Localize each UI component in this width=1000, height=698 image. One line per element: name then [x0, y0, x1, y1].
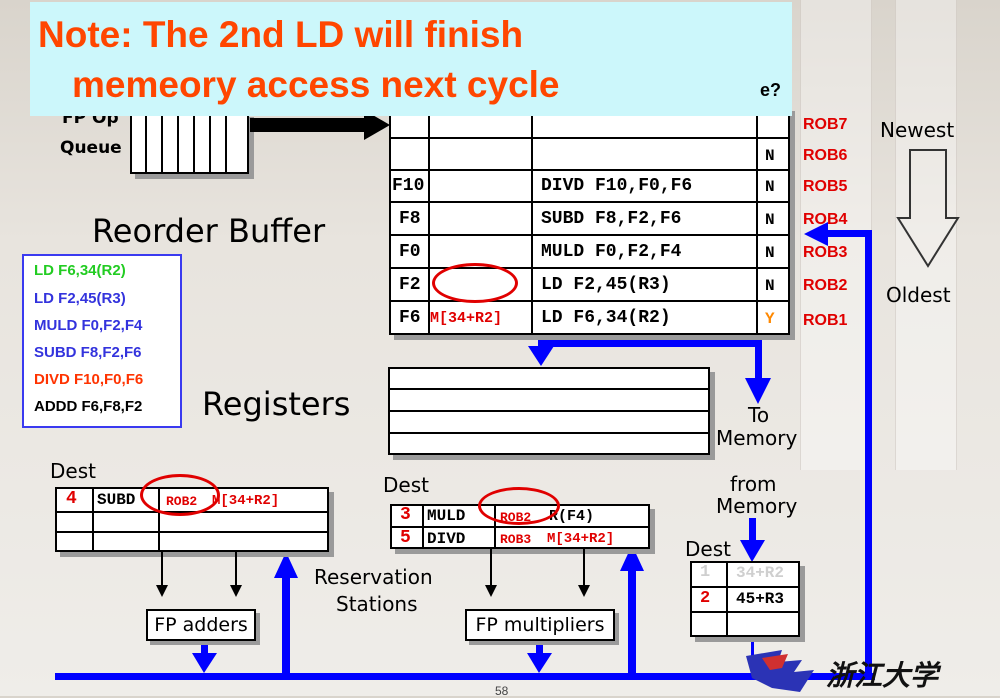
highlight-ellipse [140, 474, 220, 516]
highlight-ellipse [432, 263, 518, 303]
rob-dest: F6 [399, 308, 421, 328]
load-addr: 34+R2 [736, 564, 785, 582]
rob-label: ROB3 [803, 244, 848, 261]
rob-label: ROB7 [803, 116, 848, 133]
note-line-1: Note: The 2nd LD will finish [38, 14, 524, 55]
registers-title: Registers [202, 385, 351, 423]
page-number: 58 [495, 684, 509, 698]
fp-multipliers-label: FP multipliers [475, 614, 605, 636]
rob-instr: DIVD F10,F0,F6 [541, 176, 693, 196]
rs-op: DIVD [427, 530, 466, 548]
rob-label: ROB6 [803, 147, 848, 164]
fp-adders-unit: FP adders [146, 609, 256, 641]
rob-done: N [765, 178, 775, 196]
university-logo-icon [746, 650, 814, 692]
reservation-stations-label: Stations [336, 592, 418, 616]
university-logo-text: 浙江大学 [826, 659, 939, 692]
rs-v1: ROB3 [500, 532, 532, 547]
rs-op: SUBD [97, 491, 136, 509]
rs-tag: 4 [66, 489, 77, 509]
rs-v2: R(F4) [549, 508, 595, 525]
rob-instr: LD F6,34(R2) [541, 308, 671, 328]
rob-instr: SUBD F8,F2,F6 [541, 209, 682, 229]
load-addr: 45+R3 [736, 590, 785, 608]
rob-instr: LD F2,45(R3) [541, 275, 671, 295]
rob-dest: F0 [399, 242, 421, 262]
rs-v2: M[34+R2] [212, 493, 280, 509]
highlight-ellipse [478, 487, 560, 525]
program-listing [22, 254, 182, 428]
note-line-2: memeory access next cycle [72, 64, 560, 105]
from-memory-label: from [730, 472, 777, 496]
program-line: DIVD F10,F0,F6 [34, 371, 144, 388]
down-arrow-icon [896, 149, 960, 268]
reorder-buffer-title: Reorder Buffer [92, 212, 326, 250]
rob-dest: F8 [399, 209, 421, 229]
rob-done: N [765, 147, 775, 165]
rob-done: N [765, 211, 775, 229]
rs-tag: 3 [400, 505, 411, 525]
load-tag: 2 [700, 589, 711, 608]
rob-done: N [765, 277, 775, 295]
program-line: ADDD F6,F8,F2 [34, 398, 143, 415]
rob-done: Y [765, 310, 775, 328]
rob-instr: MULD F0,F2,F4 [541, 242, 682, 262]
rob-dest: F2 [399, 275, 421, 295]
rs-v2: M[34+R2] [547, 531, 615, 547]
to-memory-label: To [748, 403, 770, 427]
rob-label: ROB1 [803, 312, 848, 329]
arrow-right-icon [364, 110, 390, 140]
rob-dest: F10 [392, 176, 425, 196]
program-line: MULD F0,F2,F4 [34, 317, 143, 334]
load-tag: 1 [700, 563, 711, 582]
rs-tag: 5 [400, 528, 411, 548]
program-line: LD F6,34(R2) [34, 262, 126, 279]
rob-label: ROB4 [803, 211, 848, 228]
rob-label: ROB5 [803, 178, 848, 195]
program-line: LD F2,45(R3) [34, 290, 126, 307]
to-memory-label: Memory [716, 426, 798, 450]
commit-header-fragment: e? [760, 80, 782, 100]
oldest-label: Oldest [886, 283, 951, 307]
from-memory-label: Memory [716, 494, 798, 518]
rob-value: M[34+R2] [430, 310, 503, 327]
reservation-stations-label: Reservation [314, 565, 433, 589]
rob-done: N [765, 244, 775, 262]
rs-op: MULD [427, 507, 466, 525]
program-line: SUBD F8,F2,F6 [34, 344, 142, 361]
fp-multipliers-unit: FP multipliers [465, 609, 615, 641]
note-callout [30, 2, 792, 116]
mult-dest-label: Dest [383, 473, 429, 497]
load-buffer-dest-label: Dest [685, 537, 731, 561]
rob-label: ROB2 [803, 277, 848, 294]
fp-adders-label: FP adders [154, 614, 248, 636]
adders-dest-label: Dest [50, 459, 96, 483]
newest-label: Newest [880, 118, 955, 142]
fp-op-queue-label: Queue [60, 138, 122, 158]
